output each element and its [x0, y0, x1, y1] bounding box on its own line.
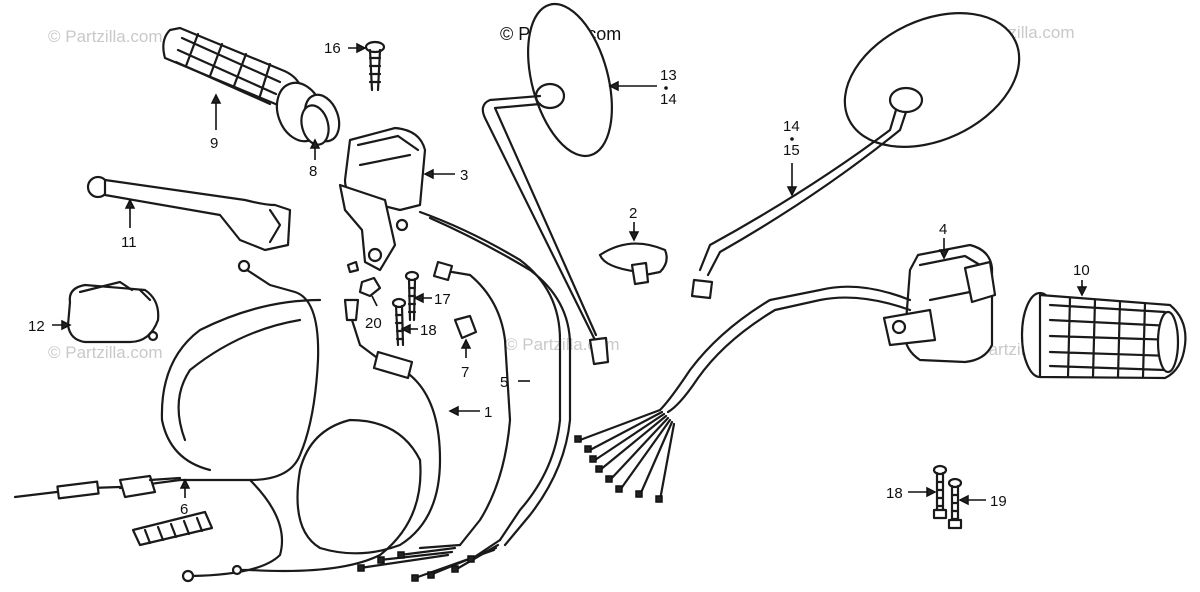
- right-grip-part: [1020, 291, 1187, 380]
- left-switch-harness-part: [357, 210, 572, 582]
- callout-9: 9: [210, 135, 218, 152]
- callout-14-upper: 14: [660, 91, 677, 108]
- callout-10: 10: [1073, 262, 1090, 279]
- callout-15: 15: [783, 142, 800, 159]
- callout-19: 19: [990, 493, 1007, 510]
- callout-4: 4: [939, 221, 947, 238]
- callout-20: 20: [365, 315, 382, 332]
- callout-3: 3: [460, 167, 468, 184]
- callout-2: 2: [629, 205, 637, 222]
- callout-14-dot: [790, 137, 794, 141]
- callout-17: 17: [434, 291, 451, 308]
- callout-13: 13: [660, 67, 677, 84]
- bolt-19-part: [947, 477, 963, 530]
- callout-5: 5: [500, 374, 508, 391]
- cable-boot-12-part: [66, 280, 160, 344]
- bolt-18-part: [391, 297, 407, 347]
- callout-16: 16: [324, 40, 341, 57]
- right-switch-harness-part: [574, 285, 912, 503]
- watermark-mid-left: © Partzilla.com: [48, 343, 163, 362]
- left-switch-housing-part: [338, 126, 427, 272]
- callout-13-dot: [664, 86, 668, 90]
- collar-7-part: [453, 314, 478, 340]
- callout-11: 11: [121, 234, 137, 251]
- clutch-lever-part: [86, 175, 292, 252]
- bolt-18-lower-part: [932, 464, 948, 520]
- callout-18-upper: 18: [420, 322, 437, 339]
- right-switch-housing-part: [882, 243, 997, 364]
- left-mirror-part: [481, 2, 613, 366]
- bolt-17-part: [404, 270, 420, 322]
- callout-18-lower: 18: [886, 485, 903, 502]
- screw-16-part: [364, 40, 386, 92]
- nut-20-part: [346, 260, 382, 298]
- callout-1: 1: [484, 404, 492, 421]
- right-mirror-part: [690, 12, 1021, 300]
- callout-14-lower: 14: [783, 118, 800, 135]
- band-clamp-part: [598, 242, 668, 286]
- callout-6: 6: [180, 501, 188, 518]
- arrowheads: [61, 42, 1088, 506]
- clutch-cable-part: [13, 259, 322, 583]
- callout-12: 12: [28, 318, 45, 335]
- throttle-cable-part: [231, 298, 442, 576]
- watermark-top-left: © Partzilla.com: [48, 27, 163, 46]
- callout-8: 8: [309, 163, 317, 180]
- callout-7: 7: [461, 364, 469, 381]
- grip-ring-8-part: [300, 104, 330, 146]
